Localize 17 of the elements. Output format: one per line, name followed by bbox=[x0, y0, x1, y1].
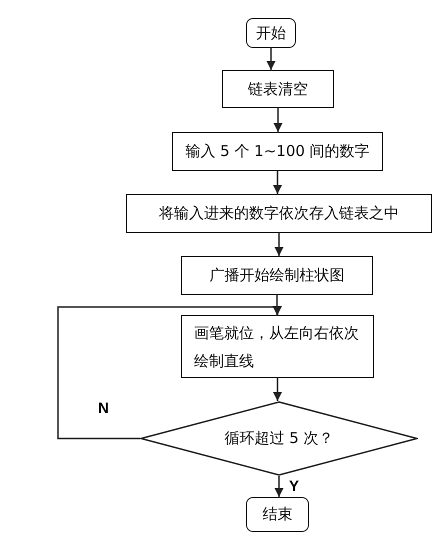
process-box: 将输入进来的数字依次存入链表之中 bbox=[126, 194, 432, 233]
arrow bbox=[57, 306, 282, 440]
edge-label: Y bbox=[289, 478, 300, 495]
arrow bbox=[274, 476, 284, 497]
process-box: 链表清空 bbox=[222, 70, 334, 108]
edge-label: N bbox=[98, 400, 109, 417]
arrow bbox=[274, 233, 284, 256]
process-box: 画笔就位，从左向右依次绘制直线 bbox=[181, 315, 374, 378]
process-box: 广播开始绘制柱状图 bbox=[181, 256, 373, 295]
arrow bbox=[273, 171, 282, 194]
arrow bbox=[273, 378, 282, 401]
decision-diamond: 循环超过 5 次？ bbox=[140, 401, 418, 476]
arrow bbox=[266, 48, 276, 70]
end-box: 结束 bbox=[246, 497, 309, 532]
start-box: 开始 bbox=[246, 18, 296, 48]
process-box: 输入 5 个 1~100 间的数字 bbox=[172, 132, 383, 171]
arrow bbox=[274, 108, 282, 132]
